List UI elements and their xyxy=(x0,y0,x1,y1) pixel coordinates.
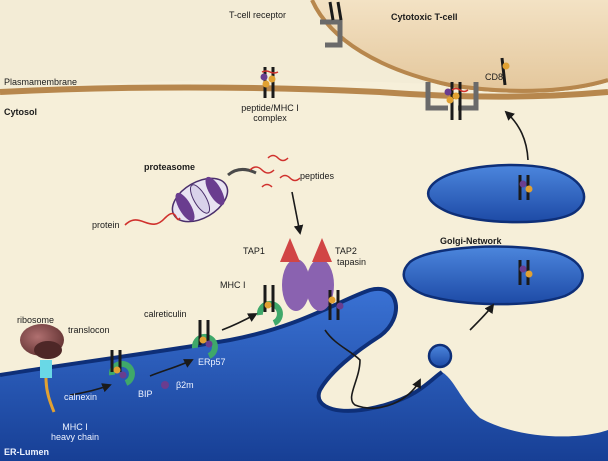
label-cd8: CD8 xyxy=(485,72,504,82)
arrow-4 xyxy=(324,329,421,409)
label-erp57: ERp57 xyxy=(198,357,226,367)
plasma-membrane xyxy=(0,84,608,100)
mhc-heavy-chain-strand xyxy=(44,377,56,413)
label-bip: BIP xyxy=(138,389,153,399)
label-cytotoxic-t-cell: Cytotoxic T-cell xyxy=(391,12,458,22)
label-t-cell-receptor: T-cell receptor xyxy=(229,10,287,20)
calreticulin-chaperone xyxy=(191,320,218,359)
er-lumen xyxy=(0,288,608,461)
protein-strand xyxy=(124,212,181,226)
label-translocon: translocon xyxy=(68,325,110,335)
cd8-coreceptor xyxy=(500,57,510,86)
label-er-lumen: ER-Lumen xyxy=(4,447,49,457)
beta2-microglobulin xyxy=(161,381,169,389)
tapasin-chaperone xyxy=(256,285,283,326)
golgi-cisterna-1 xyxy=(427,163,586,224)
label-tap2: TAP2 xyxy=(335,246,357,256)
golgi-mhc-1 xyxy=(518,175,533,200)
label-golgi-network: Golgi-Network xyxy=(440,236,502,246)
tap-transporter xyxy=(280,238,334,311)
mhc-loading-complex xyxy=(328,290,344,320)
label-mhc-i: MHC I xyxy=(220,280,246,290)
arrow-peptides-to-tap xyxy=(291,191,304,235)
label-calnexin: calnexin xyxy=(64,392,98,402)
tcr-mhc-binding xyxy=(425,82,479,120)
label-plasmamembrane: Plasmamembrane xyxy=(4,77,78,87)
label-peptide-mhc-line-1: peptide/MHC I xyxy=(241,103,299,113)
arrow-6 xyxy=(504,110,529,161)
transport-vesicle xyxy=(427,343,453,369)
label-mhc-heavy-line-1: MHC I xyxy=(62,422,88,432)
label-calreticulin: calreticulin xyxy=(144,309,187,319)
arrow-1 xyxy=(69,383,112,396)
label-tap1: TAP1 xyxy=(243,246,265,256)
label-cytosol: Cytosol xyxy=(4,107,38,117)
arrow-3 xyxy=(221,313,258,331)
label-b2m: β2m xyxy=(176,380,194,390)
arrow-2 xyxy=(149,359,194,377)
translocon xyxy=(40,360,52,378)
label-tapasin: tapasin xyxy=(337,257,367,267)
golgi-cisterna-2 xyxy=(402,245,584,306)
peptides xyxy=(249,154,301,188)
label-peptide-mhc-complex: peptide/MHC I complex xyxy=(241,103,299,123)
label-peptides: peptides xyxy=(300,171,335,181)
label-peptide-mhc-line-2: complex xyxy=(253,113,287,123)
label-proteasome: proteasome xyxy=(144,162,196,172)
label-mhc-heavy-chain: MHC I heavy chain xyxy=(51,422,99,442)
label-mhc-heavy-line-2: heavy chain xyxy=(50,432,100,442)
ribosome xyxy=(20,324,64,359)
label-protein: protein xyxy=(92,220,120,230)
t-cell-receptor xyxy=(320,1,343,48)
arrow-5 xyxy=(469,303,495,331)
peptide-mhc-complex-surface xyxy=(260,67,279,98)
proteasome xyxy=(171,168,257,223)
calnexin-chaperone xyxy=(108,350,135,386)
label-ribosome: ribosome xyxy=(17,315,55,325)
golgi-mhc-2 xyxy=(518,260,533,285)
